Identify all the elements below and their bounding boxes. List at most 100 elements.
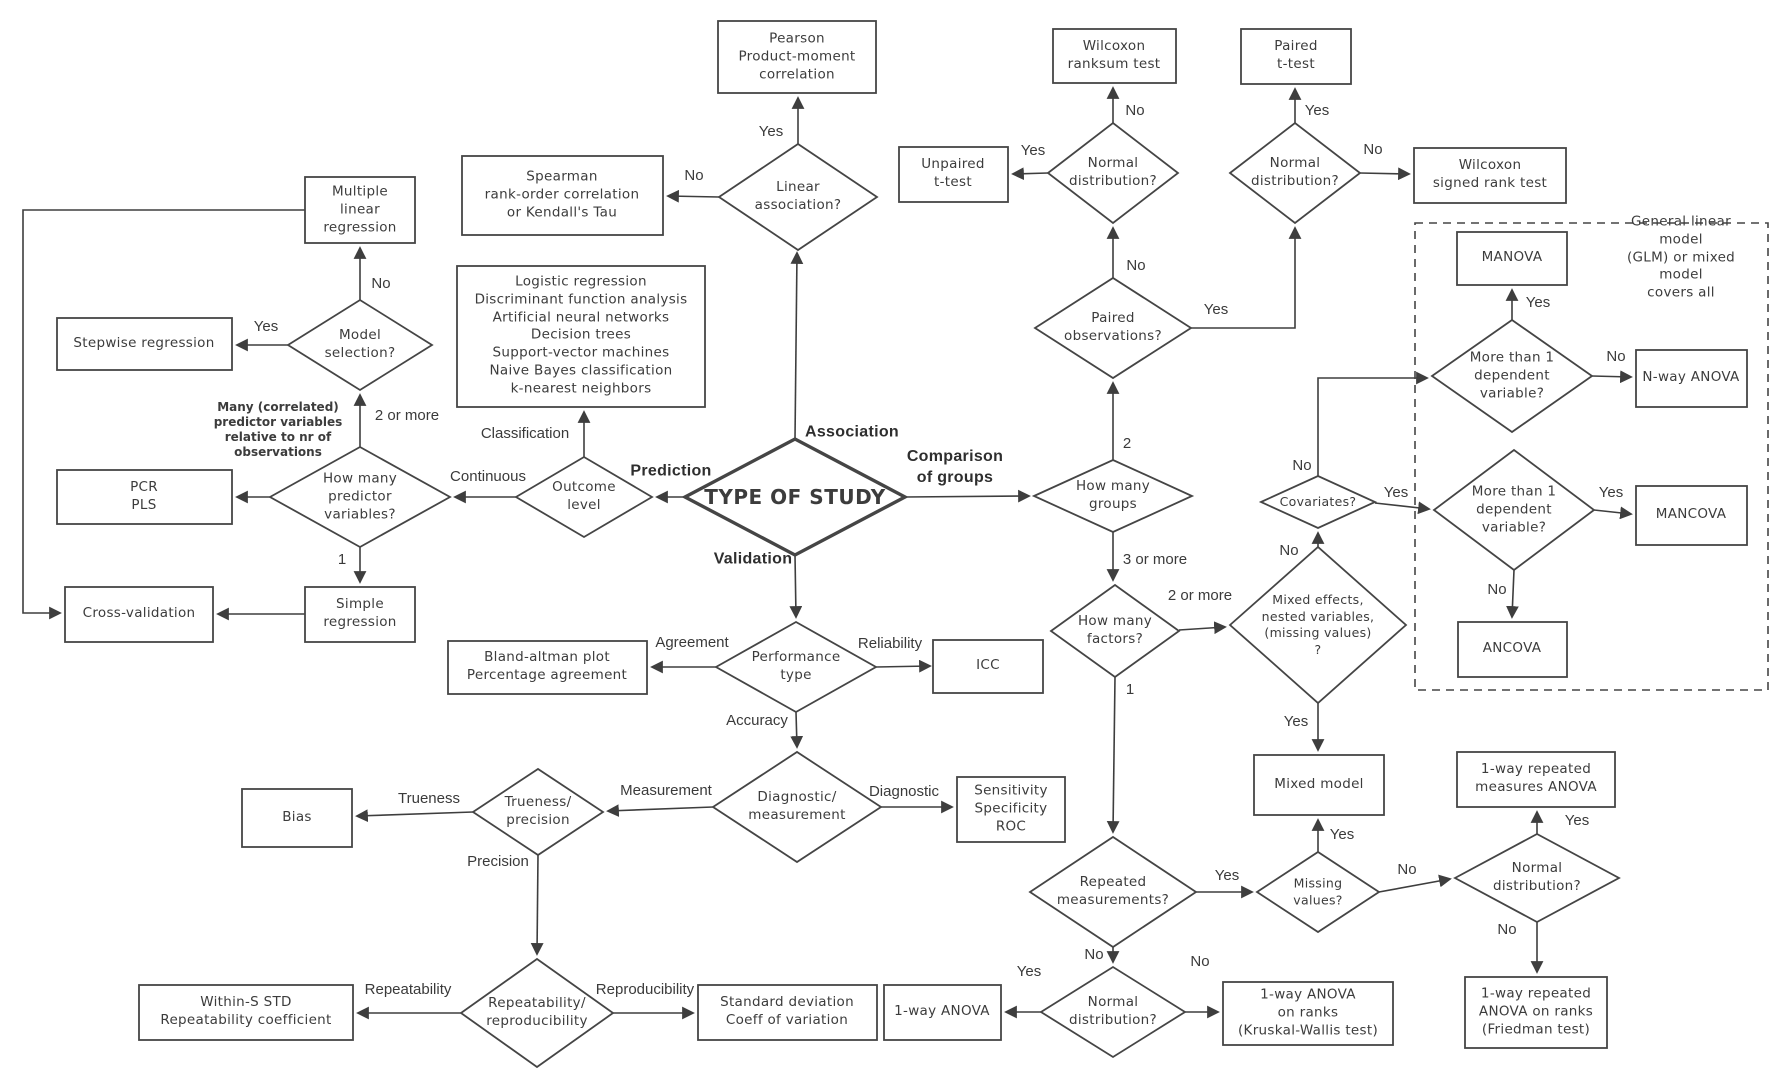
- edge-yes-unpairedt: [1011, 167, 1049, 181]
- pearson-label: Pearson Product-moment correlation: [738, 30, 856, 82]
- bland-altman-label: Bland-altman plot Percentage agreement: [466, 649, 628, 683]
- no-wilcoxonranksum-label: No: [1125, 102, 1145, 120]
- no-kruskal-label: No: [1190, 953, 1210, 971]
- edge-1-repeatedmeasurements: [1106, 676, 1120, 834]
- model-selection-diamond: [286, 298, 434, 392]
- wilcoxon-signed-label: Wilcoxon signed rank test: [1432, 157, 1548, 191]
- repeated-measurements-diamond: [1028, 835, 1198, 949]
- simple-regression-label: Simple regression: [323, 596, 397, 630]
- yes-mancova-label: Yes: [1598, 484, 1624, 502]
- comparison-branch-label: Comparison of groups: [906, 447, 1004, 486]
- bias-label: Bias: [282, 809, 312, 826]
- mixed-model-label: Mixed model: [1274, 776, 1364, 793]
- no-covariates-up-label: No: [1292, 457, 1312, 475]
- prediction-branch-label: Prediction: [630, 462, 712, 480]
- more-than-1-bottom-label: More than 1 dependent variable?: [1471, 483, 1557, 535]
- edge-accuracy: [790, 711, 804, 749]
- icc-label: ICC: [976, 657, 1000, 674]
- manova-box: [1456, 231, 1568, 286]
- within-s-label: Within-S STD Repeatability coefficient: [160, 994, 332, 1028]
- bias-box: [241, 788, 353, 848]
- rm-anova-label: 1-way repeated measures ANOVA: [1475, 761, 1597, 795]
- no-spearman-label: No: [684, 167, 704, 185]
- edge-trueness-bias: [355, 809, 474, 823]
- paired-t-label: Paired t-test: [1274, 38, 1318, 72]
- trueness-precision-diamond: [471, 767, 605, 857]
- normal-distribution-bottomcenter-label: Normal distribution?: [1069, 994, 1157, 1028]
- classification-edge-label: Classification: [480, 425, 570, 443]
- 3ormore-label: 3 or more: [1122, 551, 1188, 569]
- friedman-label: 1-way repeated ANOVA on ranks (Friedman …: [1478, 985, 1594, 1037]
- sensitivity-box: [956, 776, 1066, 843]
- trueness-edge-label: Trueness: [398, 790, 460, 808]
- repeatability-reproducibility-diamond: [459, 957, 615, 1069]
- stepwise-label: Stepwise regression: [73, 335, 215, 352]
- no-wilcoxonsigned-label: No: [1363, 141, 1383, 159]
- no-friedman-label: No: [1497, 921, 1517, 939]
- outcome-level-diamond: [514, 455, 654, 539]
- measurement-edge-label: Measurement: [620, 782, 712, 800]
- nway-anova-label: N-way ANOVA: [1642, 369, 1740, 386]
- 2ormore-predictors-label: 2 or more: [374, 407, 440, 425]
- edge-multiplelinear-crossvalidation: [22, 209, 305, 620]
- repeated-measurements-label: Repeated measurements?: [1056, 874, 1170, 908]
- edge-linear-no-spearman: [666, 189, 720, 203]
- paired-t-box: [1240, 28, 1352, 85]
- trueness-precision-label: Trueness/ precision: [504, 794, 572, 828]
- edge-comparison-groups: [904, 489, 1031, 503]
- pcr-pls-box: [56, 469, 233, 525]
- yes-onewayanova-label: Yes: [1016, 963, 1042, 981]
- edge-pairedobs-yes-normal: [1191, 226, 1302, 329]
- cross-validation-label: Cross-validation: [82, 605, 196, 622]
- diagnostic-edge-label: Diagnostic: [868, 783, 940, 801]
- no-pairedobs-label: No: [1126, 257, 1146, 275]
- rm-anova-box: [1456, 751, 1616, 808]
- classification-methods-box: [456, 265, 706, 408]
- many-correlated-note: Many (correlated) predictor variables re…: [213, 400, 343, 459]
- diagnostic-measurement-label: Diagnostic/ measurement: [748, 789, 846, 823]
- multiple-linear-label: Multiple linear regression: [323, 183, 397, 235]
- flowchart-edges: [22, 86, 1633, 1020]
- yes-mixedmodel-bottom-label: Yes: [1329, 826, 1355, 844]
- wilcoxon-ranksum-box: [1052, 28, 1177, 84]
- edge-measurement-trueness: [606, 804, 714, 817]
- model-selection-label: Model selection?: [324, 327, 396, 361]
- how-many-groups-diamond: [1031, 459, 1195, 533]
- edge-no-wilcoxonsigned: [1359, 167, 1411, 181]
- simple-regression-box: [304, 586, 416, 643]
- how-many-groups-label: How many groups: [1075, 478, 1151, 512]
- edge-covariates-no-morethan1: [1317, 371, 1429, 476]
- yes-pairedobs-label: Yes: [1203, 301, 1229, 319]
- covariates-label: Covariates?: [1279, 493, 1357, 509]
- performance-type-label: Performance type: [751, 649, 841, 683]
- std-dev-box: [697, 984, 878, 1041]
- no-repeatedmeasurements-label: No: [1084, 946, 1104, 964]
- normal-distribution-left-label: Normal distribution?: [1069, 155, 1157, 189]
- bland-altman-box: [447, 640, 648, 695]
- friedman-box: [1464, 976, 1608, 1049]
- 2ormore-factors-label: 2 or more: [1167, 587, 1233, 605]
- multiple-linear-box: [304, 176, 416, 244]
- no-ancova-label: No: [1487, 581, 1507, 599]
- stepwise-box: [56, 317, 233, 371]
- ancova-label: ANCOVA: [1482, 640, 1542, 657]
- repeatability-reproducibility-label: Repeatability/ reproducibility: [486, 995, 588, 1029]
- yes-covariates-label: Yes: [1383, 484, 1409, 502]
- wilcoxon-signed-box: [1413, 147, 1567, 204]
- normal-distribution-left-diamond: [1046, 121, 1180, 225]
- reproducibility-edge-label: Reproducibility: [595, 981, 695, 999]
- spearman-label: Spearman rank-order correlation or Kenda…: [484, 168, 640, 220]
- std-dev-label: Standard deviation Coeff of variation: [720, 994, 854, 1028]
- mixed-model-box: [1253, 754, 1385, 816]
- more-than-1-bottom-diamond: [1432, 448, 1596, 572]
- within-s-box: [138, 984, 354, 1041]
- yes-stepwise-label: Yes: [253, 318, 279, 336]
- linear-association-diamond: [717, 142, 879, 252]
- glm-note: General linear model (GLM) or mixed mode…: [1626, 213, 1736, 301]
- mixed-effects-diamond: [1228, 545, 1408, 705]
- mancova-label: MANCOVA: [1655, 506, 1727, 523]
- type-of-study-label: TYPE OF STUDY: [704, 484, 886, 509]
- outcome-level-label: Outcome level: [552, 479, 616, 513]
- more-than-1-top-diamond: [1430, 318, 1594, 434]
